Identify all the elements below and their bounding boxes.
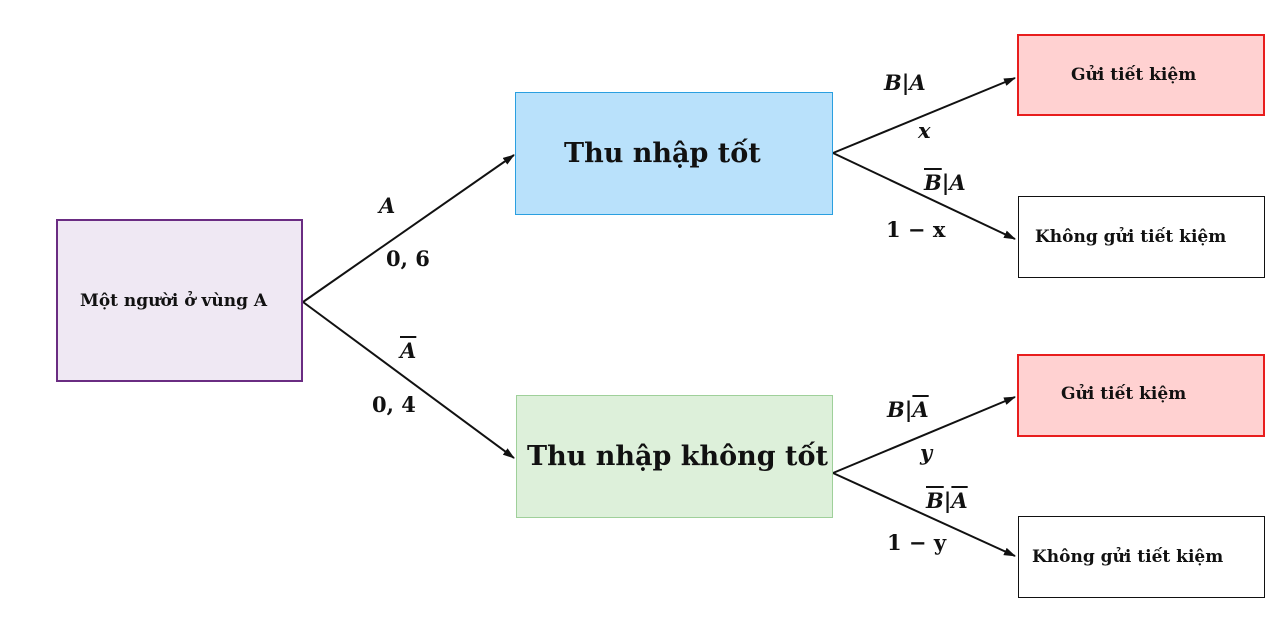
node-nosave-2-label: Không gửi tiết kiệm [1032,547,1224,567]
node-save-1-label: Gửi tiết kiệm [1071,65,1197,85]
edge-good-to-nosave [832,152,1016,240]
node-save-2-label: Gửi tiết kiệm [1061,384,1187,404]
node-good-income-label: Thu nhập tốt [564,138,761,169]
edge-bad-to-nosave [832,472,1016,557]
edge-root-to-bad [302,301,515,459]
edge-good-to-nosave-prob: 1 − x [886,217,946,242]
edge-good-to-nosave-event-cond: A [949,170,966,195]
node-bad-income: Thu nhập không tốt [516,395,833,518]
edge-root-to-good [302,154,515,303]
edge-root-to-bad-event: A [400,338,417,363]
node-nosave-2: Không gửi tiết kiệm [1018,516,1265,598]
edge-bad-to-save-event-main: B [887,397,905,422]
edge-good-to-nosave-event: B|A [924,170,966,195]
node-save-2: Gửi tiết kiệm [1017,354,1265,437]
edge-bad-to-nosave-prob: 1 − y [887,530,947,555]
edge-bad-to-nosave-event-cond: A [951,488,968,513]
node-root-label: Một người ở vùng A [80,290,268,311]
edge-root-to-good-prob: 0, 6 [386,246,430,271]
edge-bad-to-save-prob: y [920,440,933,465]
node-bad-income-label: Thu nhập không tốt [527,441,828,472]
node-good-income: Thu nhập tốt [515,92,833,215]
edge-good-to-save [832,77,1016,154]
edge-bad-to-save-event-cond: A [912,397,929,422]
edge-good-to-save-event-cond: A [909,70,926,95]
edge-bad-to-save [832,396,1016,474]
node-nosave-1-label: Không gửi tiết kiệm [1035,227,1227,247]
node-nosave-1: Không gửi tiết kiệm [1018,196,1265,278]
edge-good-to-save-event-main: B [884,70,902,95]
edge-good-to-save-event: B|A [884,70,926,95]
edge-bad-to-nosave-event: B|A [926,488,968,513]
node-root: Một người ở vùng A [56,219,303,382]
edge-good-to-nosave-event-main: B [924,170,942,195]
edge-bad-to-save-event: B|A [887,397,929,422]
edge-root-to-bad-prob: 0, 4 [372,392,416,417]
edge-good-to-save-prob: x [918,118,931,143]
edge-bad-to-nosave-event-main: B [926,488,944,513]
edge-root-to-good-event: A [379,193,396,218]
node-save-1: Gửi tiết kiệm [1017,34,1265,116]
